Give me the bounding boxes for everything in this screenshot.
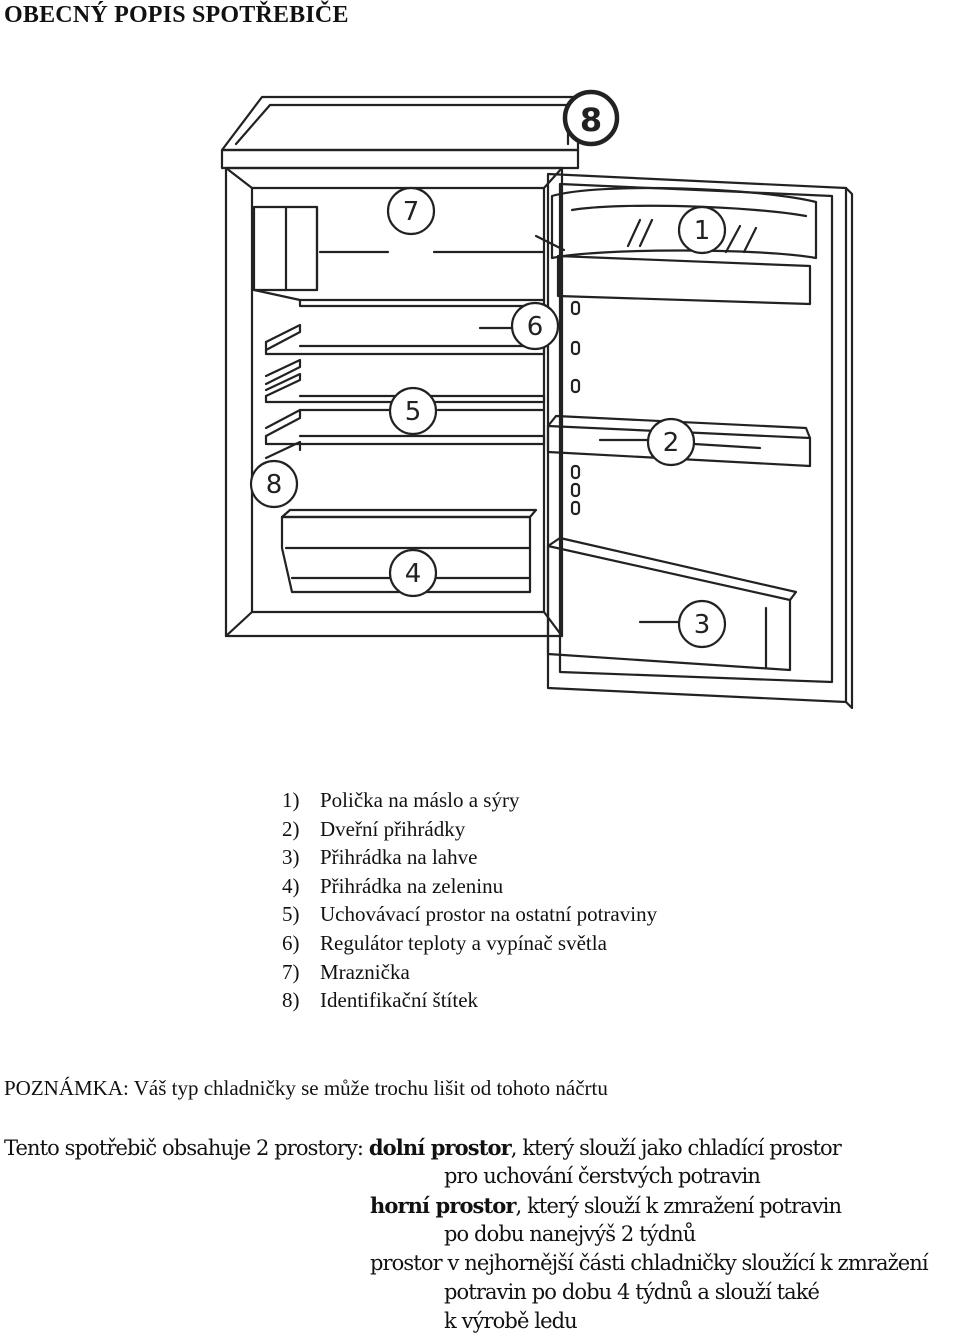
callout-6: 6 [527, 312, 544, 342]
description-intro: Tento spotřebič obsahuje 2 prostory: [4, 1136, 364, 1160]
callout-5-circle [388, 386, 438, 436]
lower-compartment-text: , který slouží jako chladící prostor [510, 1136, 842, 1160]
legend-item: 2)Dveřní přihrádky [282, 816, 466, 841]
upper-compartment-text: , který slouží k zmražení potravin [515, 1194, 842, 1218]
fridge-door [546, 172, 854, 710]
callout-1: 1 [694, 216, 711, 246]
lower-compartment-text-cont: pro uchování čerstvých potravin [444, 1164, 761, 1188]
callout-3-circle [677, 599, 727, 649]
top-compartment-text-cont: potravin po dobu 4 týdnů a slouží také [444, 1280, 820, 1304]
callout-8-top: 8 [580, 101, 602, 139]
upper-compartment-label: horní prostor [370, 1193, 516, 1218]
legend-item: 1)Polička na máslo a sýry [282, 788, 520, 812]
callout-2-circle [646, 417, 696, 467]
legend-item: 6)Regulátor teploty a vypínač světla [282, 930, 607, 955]
callout-6-circle [510, 301, 560, 351]
worktop [220, 95, 580, 170]
freezer-compartment [252, 205, 546, 308]
legend-item: 7)Mraznička [282, 959, 410, 984]
note-text: POZNÁMKA: Váš typ chladničky se může tro… [4, 1076, 608, 1100]
top-compartment-text: prostor v nejhornější části chladničky s… [370, 1251, 929, 1275]
callout-5: 5 [405, 397, 422, 427]
callout-7-circle [386, 186, 436, 236]
shelves [264, 323, 546, 460]
fridge-diagram: 1 2 3 4 5 6 7 8 8 [220, 89, 854, 710]
legend-item: 8)Identifikační štítek [282, 988, 479, 1013]
top-compartment-text-cont2: k výrobě ledu [444, 1309, 578, 1333]
callout-4-circle [388, 548, 438, 598]
upper-compartment-text-cont: po dobu nanejvýš 2 týdnů [444, 1222, 696, 1246]
legend-item: 3)Přihrádka na lahve [282, 845, 478, 870]
description: Tento spotřebič obsahuje 2 prostory: dol… [4, 1133, 929, 1336]
legend-item: 4)Přihrádka na zeleninu [282, 873, 504, 898]
lower-compartment-label: dolní prostor [368, 1135, 512, 1160]
callout-2: 2 [663, 428, 680, 458]
callout-3: 3 [694, 610, 711, 640]
callout-8-top-circle [562, 89, 620, 147]
callout-1-circle [677, 205, 727, 255]
page-title: OBECNÝ POPIS SPOTŘEBIČE [4, 2, 349, 28]
legend-item: 5)Uchovávací prostor na ostatní potravin… [282, 902, 658, 927]
callout-leaders [290, 234, 762, 624]
callout-8-inner-circle [249, 459, 299, 509]
callout-8-inner: 8 [266, 470, 283, 500]
parts-legend: 1)Polička na máslo a sýry 2)Dveřní přihr… [282, 786, 657, 1015]
fridge-cabinet [224, 166, 564, 638]
callout-7: 7 [403, 197, 420, 227]
door-studs [570, 300, 581, 516]
callout-4: 4 [405, 559, 422, 589]
